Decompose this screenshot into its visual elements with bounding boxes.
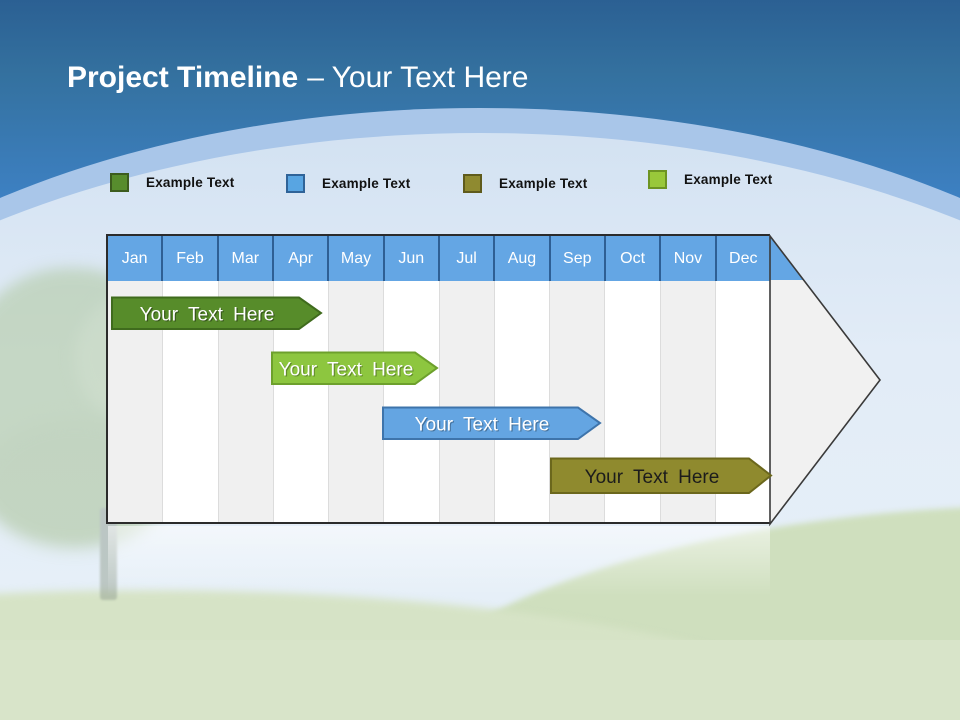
month-header-apr[interactable]: Apr [273, 236, 330, 281]
month-header-jan[interactable]: Jan [108, 236, 164, 281]
task-bar-2-label-shadow: Your Text Here [280, 361, 415, 382]
legend-item-blue[interactable]: Example Text [286, 172, 410, 194]
legend-label: Example Text [146, 174, 235, 190]
month-header-sep[interactable]: Sep [550, 236, 606, 281]
legend-swatch-olive [463, 173, 482, 193]
month-header-nov[interactable]: Nov [661, 236, 717, 281]
task-bar-1-shape[interactable] [111, 296, 323, 330]
task-bar-3[interactable]: Your Text Here Your Text Here [382, 406, 602, 440]
table-reflection [108, 526, 770, 596]
month-header-feb[interactable]: Feb [163, 236, 219, 281]
task-bar-3-label: Your Text Here [415, 415, 550, 436]
grid-column [329, 281, 385, 522]
month-header-mar[interactable]: Mar [218, 236, 274, 281]
legend-label: Example Text [322, 175, 411, 191]
month-header-dec[interactable]: Dec [716, 236, 770, 281]
task-bar-3-label-shadow: Your Text Here [416, 416, 551, 437]
slide-title[interactable]: Project Timeline– Your Text Here [67, 61, 528, 95]
grid-column [384, 281, 440, 522]
task-bar-1[interactable]: Your Text Here Your Text Here [111, 296, 323, 330]
task-bar-3-shape[interactable] [382, 406, 602, 440]
task-bar-4-shape[interactable] [550, 457, 773, 494]
legend-label: Example Text [684, 171, 773, 187]
title-secondary: – Your Text Here [307, 61, 529, 94]
legend-swatch-blue [286, 173, 305, 193]
month-header-jun[interactable]: Jun [384, 236, 440, 281]
task-bar-4-label: Your Text Here [585, 467, 720, 488]
task-bar-4[interactable]: Your Text Here [550, 457, 773, 494]
legend-label: Example Text [499, 175, 588, 191]
legend-item-olive[interactable]: Example Text [463, 172, 587, 194]
month-header-oct[interactable]: Oct [605, 236, 662, 281]
legend-swatch-green [110, 172, 129, 192]
month-header-jul[interactable]: Jul [439, 236, 496, 281]
grid-column [439, 281, 495, 522]
task-bar-2-label: Your Text Here [279, 360, 414, 381]
task-bar-1-label: Your Text Here [140, 305, 275, 326]
task-bar-2[interactable]: Your Text Here Your Text Here [271, 351, 439, 385]
title-emphasis: Project Timeline [67, 61, 299, 94]
grid-column [494, 281, 550, 522]
legend-item-green[interactable]: Example Text [110, 171, 234, 193]
grass-foreground [0, 640, 960, 720]
month-header-row: Jan Feb Mar Apr May Jun Jul Aug Sep Oct … [108, 236, 770, 281]
legend-swatch-lightgreen [648, 169, 667, 189]
task-bar-2-shape[interactable] [271, 351, 439, 385]
month-header-aug[interactable]: Aug [495, 236, 551, 281]
legend-item-lightgreen[interactable]: Example Text [648, 168, 772, 190]
task-bar-1-label-shadow: Your Text Here [141, 306, 276, 327]
month-header-may[interactable]: May [329, 236, 385, 281]
